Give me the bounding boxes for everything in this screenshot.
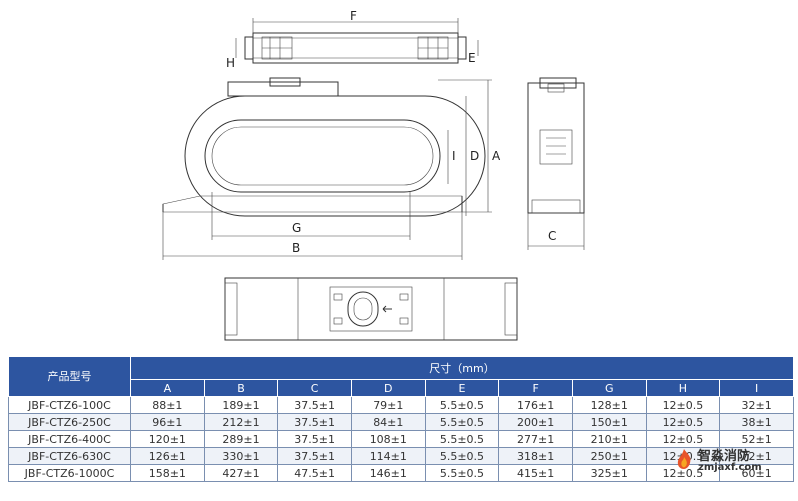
value-cell: 176±1 bbox=[498, 396, 573, 414]
value-cell: 96±1 bbox=[130, 413, 205, 431]
col-header-c: C bbox=[277, 379, 352, 397]
value-cell: 126±1 bbox=[130, 447, 205, 465]
col-header-i: I bbox=[719, 379, 794, 397]
dim-label-d: D bbox=[470, 149, 479, 163]
col-header-h: H bbox=[645, 379, 721, 397]
spec-table: 产品型号 尺寸（mm） A B C D E F G H I JBF-CTZ6-1… bbox=[8, 356, 794, 482]
watermark-url: zmjaxf.com bbox=[698, 462, 762, 473]
value-cell: 5.5±0.5 bbox=[424, 430, 500, 448]
value-cell: 5.5±0.5 bbox=[424, 464, 500, 482]
value-cell: 47.5±1 bbox=[277, 464, 352, 482]
value-cell: 12±0.5 bbox=[645, 413, 721, 431]
value-cell: 427±1 bbox=[203, 464, 279, 482]
value-cell: 37.5±1 bbox=[277, 413, 352, 431]
front-view: A D I G B bbox=[162, 77, 501, 260]
value-cell: 5.5±0.5 bbox=[424, 396, 500, 414]
value-cell: 37.5±1 bbox=[277, 396, 352, 414]
model-cell: JBF-CTZ6-630C bbox=[8, 447, 131, 465]
value-cell: 32±1 bbox=[719, 396, 794, 414]
col-header-f: F bbox=[498, 379, 573, 397]
col-header-d: D bbox=[350, 379, 426, 397]
value-cell: 60±1 bbox=[719, 464, 794, 482]
value-cell: 38±1 bbox=[719, 413, 794, 431]
value-cell: 210±1 bbox=[571, 430, 647, 448]
dim-label-i: I bbox=[452, 149, 456, 163]
value-cell: 37.5±1 bbox=[277, 447, 352, 465]
model-cell: JBF-CTZ6-1000C bbox=[8, 464, 131, 482]
technical-drawing: F H E A D I G B bbox=[162, 9, 585, 341]
value-cell: 88±1 bbox=[130, 396, 205, 414]
value-cell: 108±1 bbox=[350, 430, 426, 448]
side-view: C bbox=[527, 77, 585, 250]
dim-label-b: B bbox=[292, 241, 300, 255]
value-cell: 12±0.5 bbox=[645, 396, 721, 414]
dim-label-c: C bbox=[548, 229, 556, 243]
value-cell: 114±1 bbox=[350, 447, 426, 465]
value-cell: 250±1 bbox=[571, 447, 647, 465]
value-cell: 12±0.5 bbox=[645, 430, 721, 448]
value-cell: 5.5±0.5 bbox=[424, 413, 500, 431]
table-row: JBF-CTZ6-100C 88±1 189±1 37.5±1 79±1 5.5… bbox=[8, 396, 794, 414]
value-cell: 84±1 bbox=[350, 413, 426, 431]
value-cell: 330±1 bbox=[203, 447, 279, 465]
size-header: 尺寸（mm） bbox=[130, 356, 794, 380]
col-header-b: B bbox=[203, 379, 279, 397]
value-cell: 318±1 bbox=[498, 447, 573, 465]
model-header: 产品型号 bbox=[8, 356, 131, 397]
table-row: JBF-CTZ6-630C 126±1 330±1 37.5±1 114±1 5… bbox=[8, 447, 794, 465]
value-cell: 158±1 bbox=[130, 464, 205, 482]
value-cell: 37.5±1 bbox=[277, 430, 352, 448]
watermark-name: 智淼消防 bbox=[698, 449, 751, 464]
value-cell: 325±1 bbox=[571, 464, 647, 482]
col-header-e: E bbox=[424, 379, 500, 397]
value-cell: 212±1 bbox=[203, 413, 279, 431]
value-cell: 277±1 bbox=[498, 430, 573, 448]
value-cell: 146±1 bbox=[350, 464, 426, 482]
value-cell: 189±1 bbox=[203, 396, 279, 414]
value-cell: 415±1 bbox=[498, 464, 573, 482]
watermark: 智淼消防 zmjaxf.com bbox=[672, 445, 782, 477]
value-cell: 120±1 bbox=[130, 430, 205, 448]
value-cell: 200±1 bbox=[498, 413, 573, 431]
value-cell: 79±1 bbox=[350, 396, 426, 414]
col-header-a: A bbox=[130, 379, 205, 397]
flame-logo-icon bbox=[677, 449, 691, 469]
value-cell: 12±0.5 bbox=[645, 464, 721, 482]
table-row: JBF-CTZ6-1000C 158±1 427±1 47.5±1 146±1 … bbox=[8, 464, 794, 482]
table-row: JBF-CTZ6-250C 96±1 212±1 37.5±1 84±1 5.5… bbox=[8, 413, 794, 431]
model-cell: JBF-CTZ6-250C bbox=[8, 413, 131, 431]
bottom-view bbox=[224, 277, 518, 341]
dim-label-g: G bbox=[292, 221, 301, 235]
dim-label-f: F bbox=[350, 9, 357, 23]
col-header-g: G bbox=[571, 379, 647, 397]
dim-label-e: E bbox=[468, 51, 476, 65]
value-cell: 128±1 bbox=[571, 396, 647, 414]
dim-label-a: A bbox=[492, 149, 501, 163]
dim-label-h: H bbox=[226, 56, 235, 70]
value-cell: 72±1 bbox=[719, 447, 794, 465]
model-cell: JBF-CTZ6-400C bbox=[8, 430, 131, 448]
value-cell: 150±1 bbox=[571, 413, 647, 431]
value-cell: 289±1 bbox=[203, 430, 279, 448]
model-cell: JBF-CTZ6-100C bbox=[8, 396, 131, 414]
top-view: F H E bbox=[226, 9, 479, 70]
value-cell: 5.5±0.5 bbox=[424, 447, 500, 465]
